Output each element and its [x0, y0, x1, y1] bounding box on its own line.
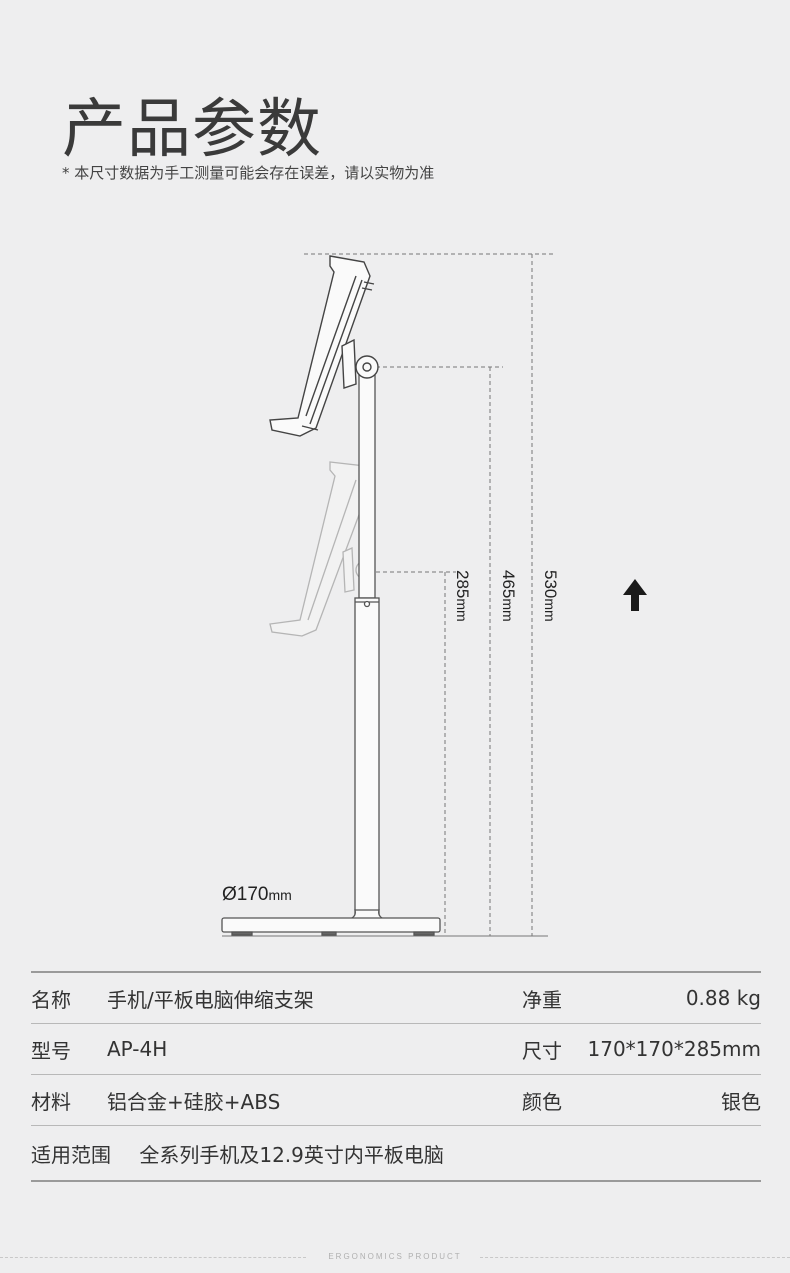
table-row: 材料 铝合金+硅胶+ABS 颜色 银色: [31, 1074, 761, 1126]
footer-divider-left: [0, 1257, 306, 1258]
up-arrow-icon: [623, 579, 647, 611]
spec-table: 名称 手机/平板电脑伸缩支架 净重 0.88 kg 型号 AP-4H 尺寸 17…: [31, 971, 761, 1182]
spec-label: 适用范围: [31, 1142, 111, 1167]
spec-value: 全系列手机及12.9英寸内平板电脑: [139, 1142, 444, 1167]
stand-pole: [345, 372, 389, 921]
dimension-465: 465mm: [499, 570, 518, 622]
spec-value: 银色: [584, 1074, 761, 1126]
footer-divider-right: [480, 1257, 790, 1258]
spec-value: 170*170*285mm: [584, 1023, 761, 1075]
spec-label: 净重: [522, 972, 584, 1024]
raised-holder: [269, 255, 379, 437]
spec-value: 铝合金+硅胶+ABS: [107, 1074, 522, 1126]
table-row: 名称 手机/平板电脑伸缩支架 净重 0.88 kg: [31, 972, 761, 1024]
spec-label: 尺寸: [522, 1023, 584, 1075]
spec-value: 0.88 kg: [584, 972, 761, 1024]
table-row: 型号 AP-4H 尺寸 170*170*285mm: [31, 1023, 761, 1075]
page-title: 产品参数: [62, 93, 322, 167]
base-diameter-label: Ø170mm: [222, 884, 292, 905]
dimension-lines: [222, 253, 556, 937]
spec-label: 名称: [31, 972, 107, 1024]
footer-caption: ERGONOMICS PRODUCT: [328, 1252, 462, 1261]
spec-value: AP-4H: [107, 1023, 522, 1075]
stand-base: [221, 917, 441, 936]
stand-diagram: [221, 253, 556, 937]
measurement-note: * 本尺寸数据为手工测量可能会存在误差，请以实物为准: [62, 164, 435, 182]
spec-label: 材料: [31, 1074, 107, 1126]
table-row: 适用范围 全系列手机及12.9英寸内平板电脑: [31, 1126, 761, 1182]
spec-value: 手机/平板电脑伸缩支架: [107, 972, 522, 1024]
dimension-285: 285mm: [453, 570, 472, 622]
spec-label: 颜色: [522, 1074, 584, 1126]
dimension-530: 530mm: [541, 570, 560, 622]
spec-label: 型号: [31, 1023, 107, 1075]
